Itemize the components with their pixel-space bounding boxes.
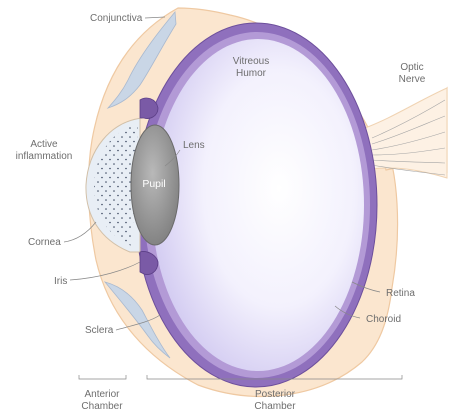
vitreous-humor bbox=[152, 39, 364, 371]
label-active-line1: Active bbox=[30, 139, 58, 150]
label-conjunctiva: Conjunctiva bbox=[90, 13, 143, 24]
label-posterior-line2: Chamber bbox=[254, 401, 296, 412]
label-vitreous-line2: Humor bbox=[236, 68, 267, 79]
label-active-line2: inflammation bbox=[16, 151, 73, 162]
label-optic-line2: Nerve bbox=[399, 74, 426, 85]
label-anterior-line1: Anterior bbox=[84, 389, 120, 400]
label-cornea: Cornea bbox=[28, 237, 61, 248]
label-pupil: Pupil bbox=[142, 178, 165, 190]
anterior-bracket bbox=[79, 375, 126, 379]
label-vitreous-line1: Vitreous bbox=[233, 56, 270, 67]
label-sclera: Sclera bbox=[85, 325, 114, 336]
label-lens: Lens bbox=[183, 140, 205, 151]
label-anterior-line2: Chamber bbox=[81, 401, 123, 412]
label-iris: Iris bbox=[54, 276, 67, 287]
label-posterior-line1: Posterior bbox=[255, 389, 296, 400]
optic-nerve bbox=[365, 88, 447, 178]
label-optic-line1: Optic bbox=[400, 62, 423, 73]
label-choroid: Choroid bbox=[366, 314, 401, 325]
label-retina: Retina bbox=[386, 288, 415, 299]
